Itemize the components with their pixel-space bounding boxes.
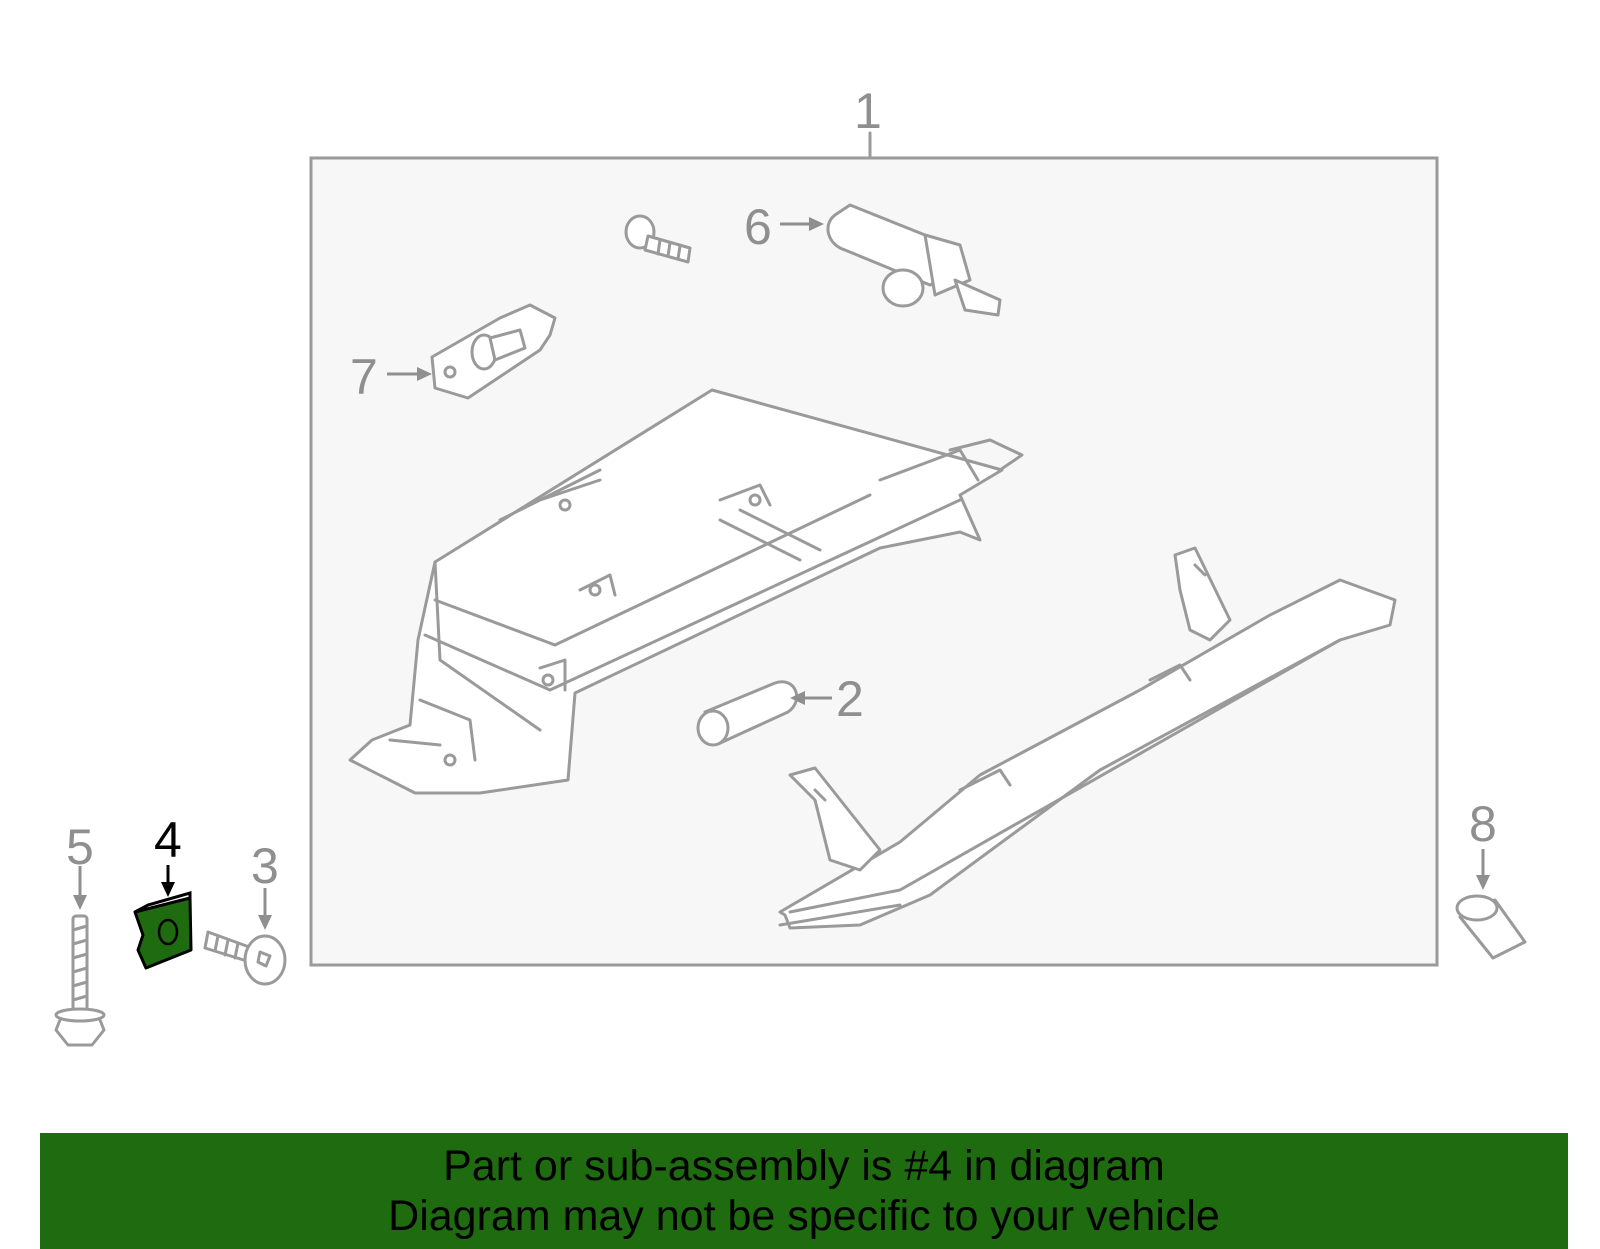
glove-box-body[interactable] (348, 388, 1024, 795)
part-4-clip-nut[interactable] (133, 891, 193, 970)
callout-5[interactable]: 5 (66, 819, 94, 875)
arrowhead-4 (161, 882, 175, 897)
callout-8[interactable]: 8 (1469, 796, 1497, 852)
part-3-screw[interactable] (203, 930, 287, 986)
arrowhead-7 (417, 367, 432, 381)
callout-1[interactable]: 1 (854, 83, 882, 139)
callout-3[interactable]: 3 (251, 838, 279, 894)
arrowhead-3 (258, 915, 272, 930)
part-6-lamp[interactable] (826, 203, 1002, 317)
part-8-bumper[interactable] (1455, 894, 1527, 960)
arrowhead-2 (790, 691, 805, 705)
banner-line-2: Diagram may not be specific to your vehi… (388, 1192, 1220, 1240)
info-banner: Part or sub-assembly is #4 in diagram Di… (40, 1133, 1568, 1249)
arrowhead-8 (1476, 875, 1490, 890)
glove-box-door[interactable] (778, 546, 1397, 930)
part-2-pin[interactable] (696, 680, 799, 747)
part-7-switch[interactable] (430, 303, 557, 400)
callout-7[interactable]: 7 (350, 349, 378, 405)
screw-top[interactable] (624, 214, 692, 264)
arrowhead-6 (809, 217, 824, 231)
banner-line-1: Part or sub-assembly is #4 in diagram (443, 1142, 1165, 1190)
callout-6[interactable]: 6 (744, 199, 772, 255)
part-5-bolt[interactable] (54, 914, 106, 1047)
callout-4[interactable]: 4 (154, 812, 182, 868)
arrowhead-5 (73, 895, 87, 910)
callout-2[interactable]: 2 (836, 671, 864, 727)
